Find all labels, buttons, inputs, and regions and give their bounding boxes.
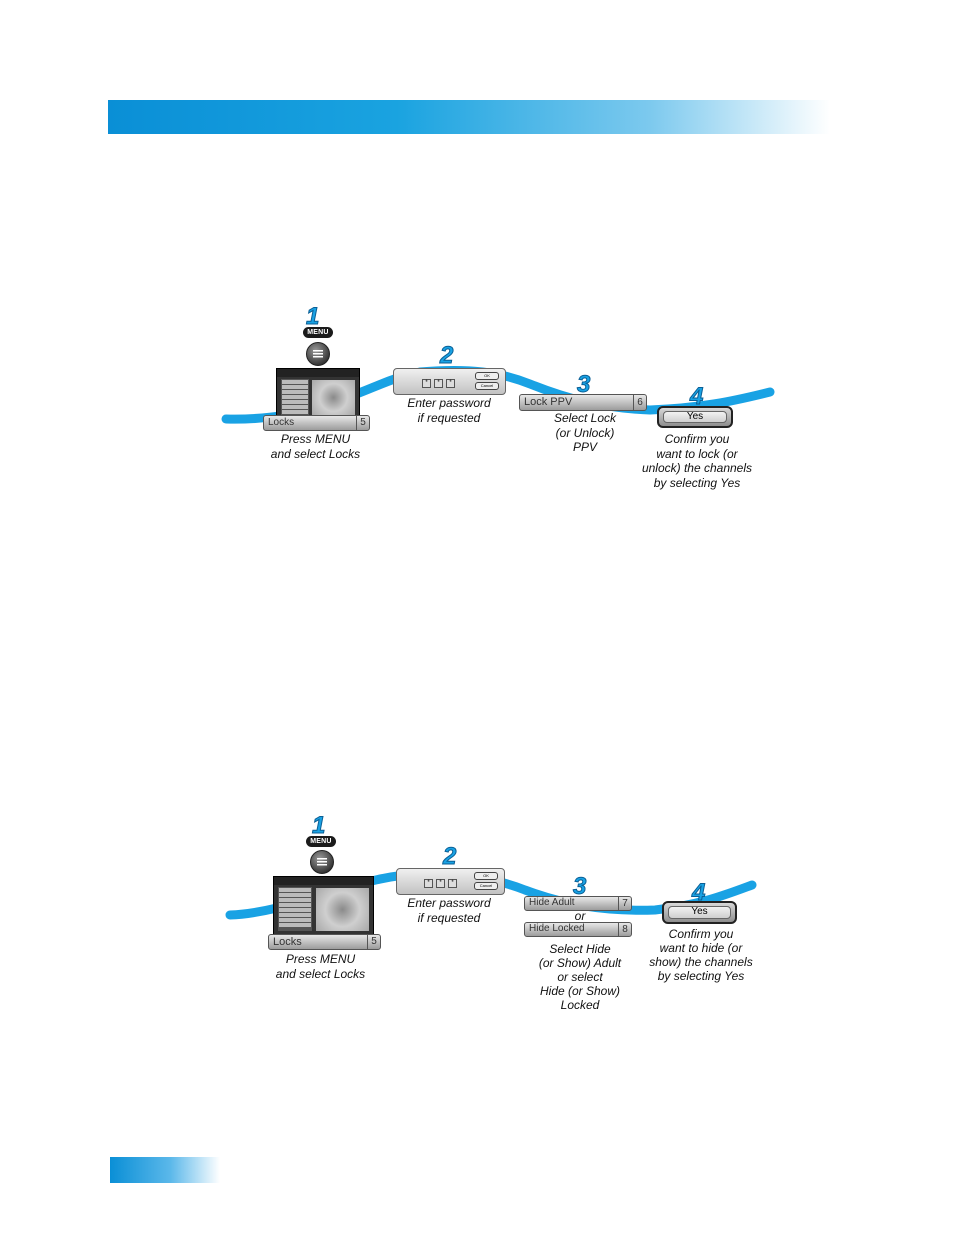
caption-line: show) the channels <box>649 955 753 969</box>
menu-button-icon <box>310 850 334 874</box>
caption-line: (or Unlock) <box>555 425 615 440</box>
locks-label: Locks <box>273 936 302 948</box>
yes-button: Yes <box>662 901 737 924</box>
step-3-number: 3 <box>572 873 587 900</box>
caption-line: by selecting Yes <box>657 969 745 983</box>
password-digit: * <box>424 879 433 888</box>
caption-line: Enter password <box>407 896 491 910</box>
caption-line: PPV <box>572 440 597 454</box>
caption-line: Select Lock <box>553 411 617 425</box>
hide-adult-label: Hide Adult <box>529 897 575 908</box>
step-4-number: 4 <box>691 879 706 906</box>
footer-bar <box>110 1157 220 1183</box>
main-menu-screen-thumbnail <box>273 876 374 936</box>
caption-line: Confirm you <box>664 432 730 446</box>
locks-number: 5 <box>367 935 380 949</box>
password-digit: * <box>446 379 455 388</box>
caption-line: and select Locks <box>270 446 361 461</box>
caption-line: or select <box>557 970 603 984</box>
hide-locked-label: Hide Locked <box>529 923 585 934</box>
password-digit: * <box>434 379 443 388</box>
step-3-caption: Select Hide (or Show) Adult or select Hi… <box>525 942 635 1012</box>
caption-line: by selecting Yes <box>653 475 741 490</box>
step-3-number: 3 <box>576 371 591 398</box>
caption-line: Press MENU <box>280 432 351 446</box>
caption-line: Confirm you <box>668 927 734 941</box>
locks-number: 5 <box>356 416 369 430</box>
cancel-button: Cancel <box>474 882 498 890</box>
or-label: or <box>574 909 586 923</box>
step-1-caption: Press MENU and select Locks <box>263 952 378 981</box>
caption-line: want to lock (or <box>656 446 738 461</box>
caption-line: and select Locks <box>275 966 366 981</box>
hide-adult-selection-bar: Hide Adult 7 <box>524 896 632 911</box>
locks-selection-bar: Locks 5 <box>268 934 381 950</box>
main-menu-screen-thumbnail <box>276 368 360 420</box>
caption-line: (or Show) Adult <box>538 956 622 970</box>
step-4-number: 4 <box>689 383 704 410</box>
caption-line: Locked <box>560 998 600 1012</box>
step-1-number: 1 <box>311 812 326 839</box>
yes-button: Yes <box>657 406 733 428</box>
password-digit: * <box>436 879 445 888</box>
menu-button-label: MENU <box>306 836 336 847</box>
menu-button-label: MENU <box>303 327 333 338</box>
ok-button: OK <box>474 872 498 880</box>
password-dialog: * * * OK Cancel <box>393 368 506 395</box>
cancel-button: Cancel <box>475 382 499 390</box>
caption-line: unlock) the channels <box>641 461 753 475</box>
yes-button-label: Yes <box>668 906 731 919</box>
caption-line: Hide (or Show) <box>539 984 621 998</box>
password-digit: * <box>448 879 457 888</box>
yes-button-label: Yes <box>663 411 727 423</box>
lock-ppv-label: Lock PPV <box>524 396 573 408</box>
caption-line: Press MENU <box>285 952 356 966</box>
lock-ppv-selection-bar: Lock PPV 6 <box>519 394 647 411</box>
step-3-caption: Select Lock (or Unlock) PPV <box>535 411 635 455</box>
step-2-number: 2 <box>439 342 454 369</box>
ok-button: OK <box>475 372 499 380</box>
caption-line: if requested <box>417 410 481 425</box>
hide-locked-selection-bar: Hide Locked 8 <box>524 922 632 937</box>
header-bar <box>108 100 830 134</box>
step-4-caption: Confirm you want to lock (or unlock) the… <box>632 432 762 490</box>
step-2-caption: Enter password if requested <box>393 896 505 925</box>
caption-line: Select Hide <box>549 942 611 956</box>
step-2-number: 2 <box>442 843 457 870</box>
step-2-caption: Enter password if requested <box>393 396 505 425</box>
hide-adult-number: 7 <box>618 897 631 910</box>
locks-selection-bar: Locks 5 <box>263 415 370 431</box>
caption-line: Enter password <box>407 396 491 410</box>
step-1-number: 1 <box>305 303 320 330</box>
menu-button-icon <box>306 342 330 366</box>
hide-locked-number: 8 <box>618 923 631 936</box>
lock-ppv-number: 6 <box>633 395 646 410</box>
password-dialog: * * * OK Cancel <box>396 868 505 895</box>
locks-label: Locks <box>268 417 295 428</box>
caption-line: want to hide (or <box>659 941 743 955</box>
password-digit: * <box>422 379 431 388</box>
caption-line: if requested <box>417 910 481 925</box>
step-4-caption: Confirm you want to hide (or show) the c… <box>636 927 766 983</box>
step-1-caption: Press MENU and select Locks <box>258 432 373 461</box>
